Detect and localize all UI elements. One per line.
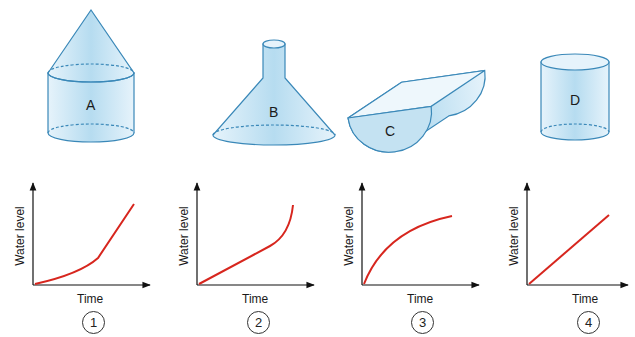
callout-text: 4: [585, 315, 592, 330]
container-letter: B: [269, 104, 278, 120]
container-d: [541, 54, 609, 140]
container-a: [48, 10, 134, 142]
callout-text: 3: [419, 315, 426, 330]
axis-label-y: Water level: [177, 206, 191, 266]
axis-label-x: Time: [407, 292, 433, 306]
container-b: [213, 40, 335, 145]
axis-label-x: Time: [242, 292, 268, 306]
container-label: C: [381, 121, 399, 141]
container-letter: D: [570, 92, 580, 108]
container-label: A: [82, 95, 99, 115]
callout-number: 4: [577, 311, 600, 334]
axis-label-y: Water level: [507, 206, 521, 266]
container-letter: A: [86, 97, 95, 113]
callout-number: 3: [411, 311, 434, 334]
callout-number: 2: [247, 311, 270, 334]
container-label: B: [265, 102, 282, 122]
axis-label-y: Water level: [13, 206, 27, 266]
axis-label-x: Time: [77, 292, 103, 306]
axis-label-x: Time: [572, 292, 598, 306]
axis-label-y: Water level: [342, 206, 356, 266]
container-letter: C: [385, 123, 395, 139]
container-label: D: [566, 90, 584, 110]
graph-curves: [35, 204, 609, 284]
container-c: [344, 71, 494, 158]
graph-axes: [33, 183, 628, 285]
callout-text: 2: [255, 315, 262, 330]
callout-text: 1: [90, 315, 97, 330]
callout-number: 1: [82, 311, 105, 334]
